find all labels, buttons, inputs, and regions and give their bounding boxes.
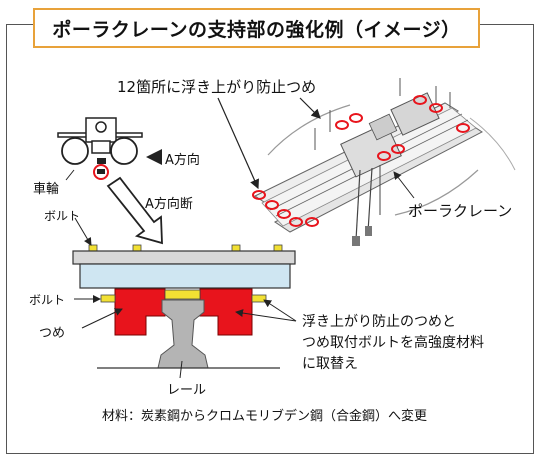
label-claw: つめ [39, 326, 66, 341]
label-a-section: A方向断 [145, 197, 193, 212]
diagram-title: ポーラクレーンの支持部の強化例（イメージ） [52, 18, 461, 41]
material-note: 材料：炭素鋼からクロムモリブデン鋼（合金鋼）へ変更 [102, 409, 428, 424]
detail-highlight-circle [93, 164, 109, 180]
girder-plate [79, 263, 291, 289]
bolt [88, 244, 98, 252]
label-a-direction: A方向 [165, 153, 200, 168]
wheel-right [110, 137, 138, 165]
bolt [273, 244, 283, 252]
rail [157, 299, 209, 369]
claw-markers [252, 95, 470, 227]
wheel-left [61, 137, 89, 165]
wheel-assembly [57, 117, 162, 181]
note-line-2: つめ取付ボルトを高強度材料 [302, 335, 484, 351]
side-bolt-left [100, 294, 116, 303]
note-line-1: 浮き上がり防止のつめと [302, 314, 456, 330]
label-bolt-side: ボルト [29, 293, 66, 307]
claw-left [114, 288, 166, 336]
label-wheel: 車輪 [33, 182, 60, 197]
bolt [231, 244, 241, 252]
polar-crane-sketch [217, 78, 516, 246]
side-bolt-right [251, 294, 267, 303]
section-arrow [106, 176, 163, 245]
label-polar-crane: ポーラクレーン [408, 202, 513, 220]
claw-right [199, 288, 253, 336]
label-bolt-top: ボルト [44, 209, 81, 223]
rail-pad [164, 289, 201, 300]
title-box: ポーラクレーンの支持部の強化例（イメージ） [33, 8, 480, 48]
bolt [132, 244, 142, 252]
note-line-3: に取替え [302, 356, 358, 372]
top-plate [72, 250, 296, 265]
label-rail: レール [167, 383, 207, 398]
cross-section [72, 217, 297, 379]
label-claws-12: 12箇所に浮き上がり防止つめ [117, 78, 317, 96]
